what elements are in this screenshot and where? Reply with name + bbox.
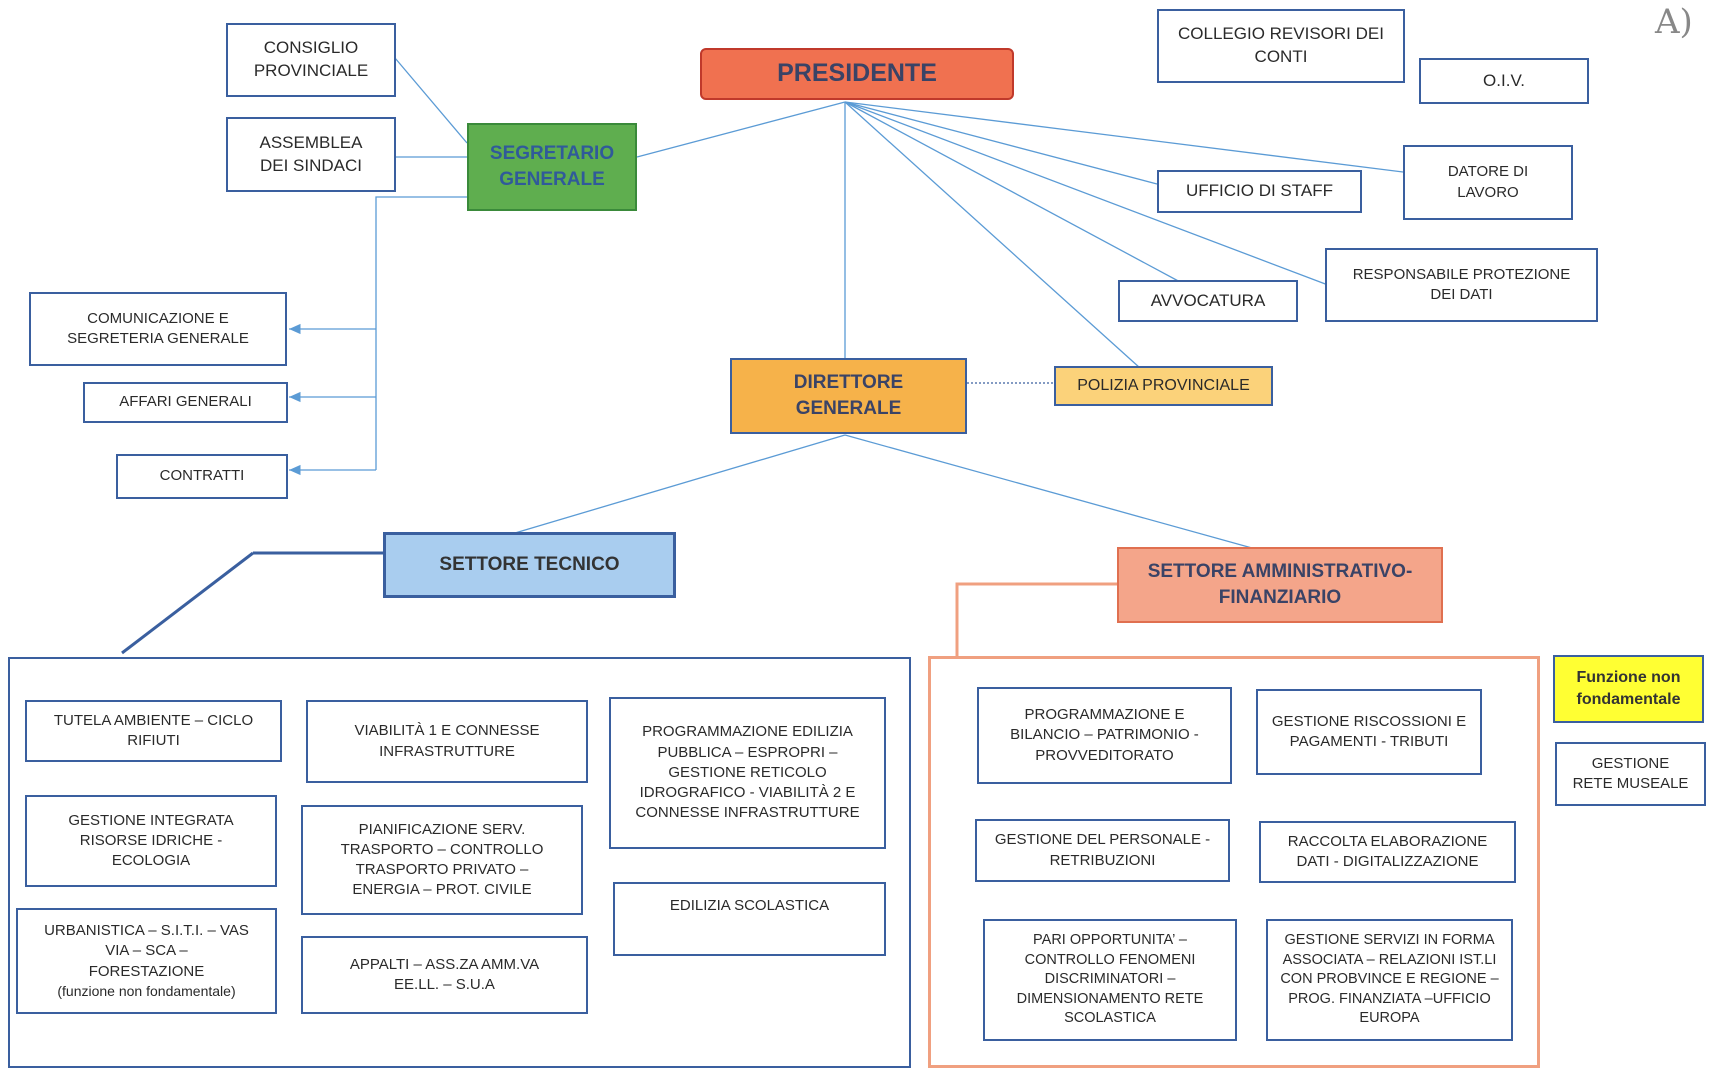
corner-mark: A) [1655, 2, 1693, 42]
tecnico-item-risorse-idriche: GESTIONE INTEGRATA RISORSE IDRICHE - ECO… [25, 795, 277, 887]
comunicazione-segreteria-box: COMUNICAZIONE E SEGRETERIA GENERALE [29, 292, 287, 366]
datore-lavoro-box: DATORE DI LAVORO [1403, 145, 1573, 220]
amm-item-raccolta-dati: RACCOLTA ELABORAZIONE DATI - DIGITALIZZA… [1259, 821, 1516, 883]
consiglio-provinciale-box: CONSIGLIO PROVINCIALE [226, 23, 396, 97]
ufficio-staff-box: UFFICIO DI STAFF [1157, 170, 1362, 213]
amm-item-servizi-associati: GESTIONE SERVIZI IN FORMA ASSOCIATA – RE… [1266, 919, 1513, 1041]
amm-item-pari-opportunita: PARI OPPORTUNITA’ – CONTROLLO FENOMENI D… [983, 919, 1237, 1041]
settore-amministrativo-frame [928, 656, 1540, 1068]
tecnico-item-urbanistica: URBANISTICA – S.I.T.I. – VAS VIA – SCA –… [16, 908, 277, 1014]
amm-item-riscossioni-tributi: GESTIONE RISCOSSIONI E PAGAMENTI - TRIBU… [1256, 689, 1482, 775]
avvocatura-box: AVVOCATURA [1118, 280, 1298, 322]
contratti-box: CONTRATTI [116, 454, 288, 499]
tecnico-item-viabilita-1: VIABILITÀ 1 E CONNESSE INFRASTRUTTURE [306, 700, 588, 783]
collegio-revisori-box: COLLEGIO REVISORI DEI CONTI [1157, 9, 1405, 83]
assemblea-sindaci-box: ASSEMBLEA DEI SINDACI [226, 117, 396, 192]
polizia-provinciale-box: POLIZIA PROVINCIALE [1054, 366, 1273, 406]
amm-item-personale: GESTIONE DEL PERSONALE - RETRIBUZIONI [975, 819, 1230, 882]
direttore-generale-box: DIRETTORE GENERALE [730, 358, 967, 434]
urbanistica-note: (funzione non fondamentale) [57, 982, 236, 999]
oiv-box: O.I.V. [1419, 58, 1589, 104]
settore-amministrativo-box: SETTORE AMMINISTRATIVO- FINANZIARIO [1117, 547, 1443, 623]
settore-tecnico-frame [8, 657, 911, 1068]
tecnico-item-tutela-ambiente: TUTELA AMBIENTE – CICLO RIFIUTI [25, 700, 282, 762]
responsabile-protezione-dati-box: RESPONSABILE PROTEZIONE DEI DATI [1325, 248, 1598, 322]
tecnico-item-appalti: APPALTI – ASS.ZA AMM.VA EE.LL. – S.U.A [301, 936, 588, 1014]
tecnico-item-programmazione-edilizia: PROGRAMMAZIONE EDILIZIA PUBBLICA – ESPRO… [609, 697, 886, 849]
segretario-generale-box: SEGRETARIO GENERALE [467, 123, 637, 211]
urbanistica-text: URBANISTICA – S.I.T.I. – VAS VIA – SCA –… [44, 922, 249, 980]
amm-item-programmazione-bilancio: PROGRAMMAZIONE E BILANCIO – PATRIMONIO -… [977, 687, 1232, 784]
gestione-rete-museale-box: GESTIONE RETE MUSEALE [1555, 742, 1706, 806]
tecnico-item-edilizia-scolastica: EDILIZIA SCOLASTICA [613, 882, 886, 956]
affari-generali-box: AFFARI GENERALI [83, 382, 288, 423]
funzione-non-fondamentale-legend: Funzione non fondamentale [1553, 655, 1704, 723]
presidente-box: PRESIDENTE [700, 48, 1014, 100]
settore-tecnico-box: SETTORE TECNICO [383, 532, 676, 598]
tecnico-item-pianificazione-trasporto: PIANIFICAZIONE SERV. TRASPORTO – CONTROL… [301, 805, 583, 915]
